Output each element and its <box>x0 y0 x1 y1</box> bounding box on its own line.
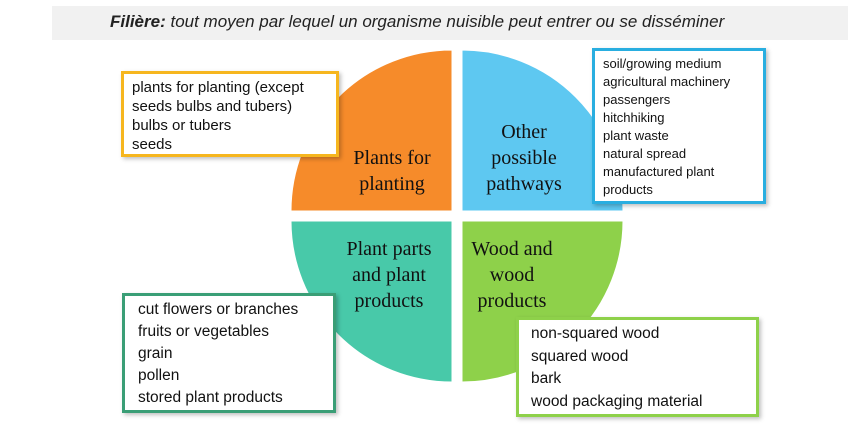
list-item: natural spread <box>603 146 687 161</box>
list-item: cut flowers or branches <box>138 301 299 318</box>
definition-text: tout moyen par lequel un organisme nuisi… <box>165 12 725 31</box>
list-item: stored plant products <box>138 389 283 406</box>
quadrant-label-line: pathways <box>486 173 562 195</box>
header-bar <box>52 6 848 40</box>
definition-term: Filière: <box>110 12 166 31</box>
quadrant-label-line: products <box>355 290 424 312</box>
list-item: wood packaging material <box>531 392 703 410</box>
list-item: passengers <box>603 92 671 107</box>
quadrant-label-line: wood <box>490 264 534 286</box>
definition-header: Filière: tout moyen par lequel un organi… <box>110 12 810 32</box>
list-item: grain <box>138 345 173 362</box>
list-item: seeds <box>132 136 173 153</box>
list-item: pollen <box>138 367 180 384</box>
list-item: plant waste <box>603 128 669 143</box>
list-item: products <box>603 182 653 197</box>
quadrant-label-line: Plants for <box>353 147 431 169</box>
quadrant-label-plants: Plants for planting <box>353 147 431 195</box>
quadrant-label-line: possible <box>491 147 557 169</box>
list-item: bulbs or tubers <box>132 117 232 134</box>
list-item: plants for planting (except <box>132 79 304 96</box>
plants-for-planting-box: plants for planting (except seeds bulbs … <box>121 71 339 157</box>
quadrant-label-line: products <box>478 290 547 312</box>
list-item: soil/growing medium <box>603 56 722 71</box>
quadrant-parts <box>290 220 453 383</box>
list-item: bark <box>531 370 562 387</box>
list-item: non-squared wood <box>531 325 660 342</box>
quadrant-label-line: and plant <box>352 264 426 286</box>
quadrant-label-wood: Wood and wood products <box>471 238 552 312</box>
quadrant-label-parts: Plant parts and plant products <box>347 238 432 312</box>
quadrant-label-other: Other possible pathways <box>486 121 562 195</box>
list-item: hitchhiking <box>603 110 665 125</box>
other-pathways-box: soil/growing medium agricultural machine… <box>592 48 766 204</box>
quadrant-label-line: Wood and <box>471 238 552 260</box>
quadrant-label-line: Plant parts <box>347 238 432 260</box>
list-item: manufactured plant <box>603 164 715 179</box>
plant-parts-box: cut flowers or branches fruits or vegeta… <box>122 293 336 413</box>
list-item: seeds bulbs and tubers) <box>132 98 293 115</box>
list-item: squared wood <box>531 347 629 365</box>
quadrant-label-line: planting <box>359 173 425 195</box>
wood-products-box: non-squared wood squared wood bark wood … <box>516 317 759 417</box>
list-item: agricultural machinery <box>603 74 731 89</box>
quadrant-label-line: Other <box>501 121 547 143</box>
list-item: fruits or vegetables <box>138 323 269 340</box>
